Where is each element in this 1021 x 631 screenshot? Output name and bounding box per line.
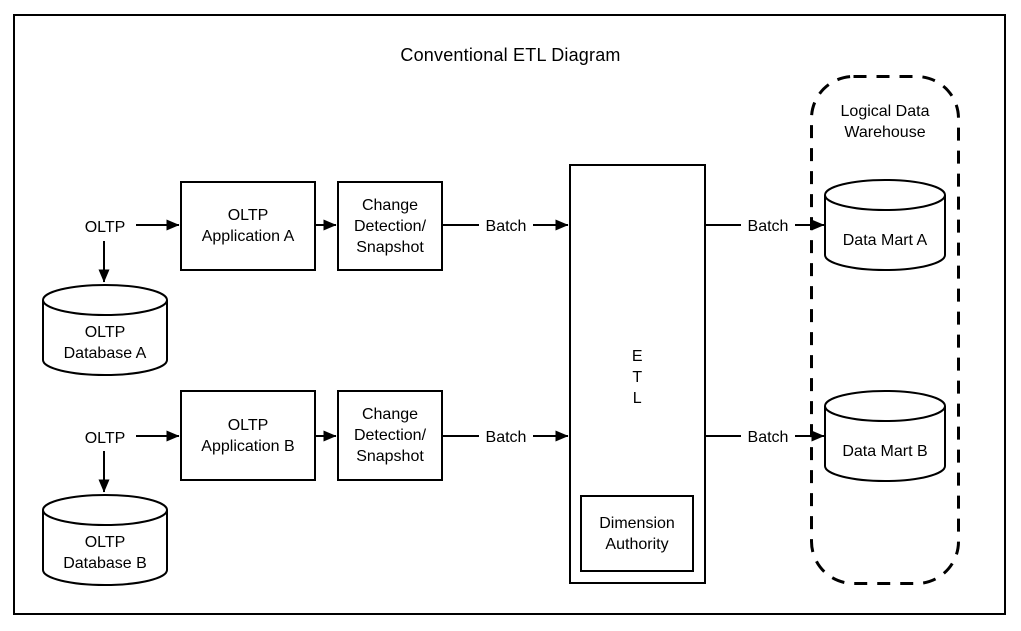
oltp-source-label-a: OLTP	[84, 219, 126, 236]
logical-data-warehouse-label: Logical Data Warehouse	[840, 103, 930, 141]
oltp-source-label-b: OLTP	[84, 430, 126, 447]
oltp-application-b-box: OLTP Application B	[180, 390, 316, 481]
batch-label-a-in: Batch	[479, 216, 533, 237]
data-mart-b-cylinder	[824, 390, 946, 482]
change-detection-a-box: Change Detection/ Snapshot	[337, 181, 443, 271]
oltp-database-a-label: OLTP Database A	[63, 324, 147, 362]
etl-label: E T L	[631, 348, 644, 407]
data-mart-a-label: Data Mart A	[842, 232, 928, 249]
data-mart-b-label: Data Mart B	[842, 443, 928, 460]
data-mart-a-cylinder	[824, 179, 946, 271]
change-detection-b-box: Change Detection/ Snapshot	[337, 390, 443, 481]
batch-label-b-in: Batch	[479, 427, 533, 448]
oltp-application-a-box: OLTP Application A	[180, 181, 316, 271]
oltp-database-a-cylinder	[42, 284, 168, 376]
oltp-database-b-label: OLTP Database B	[63, 534, 147, 572]
logical-data-warehouse-container	[810, 75, 960, 585]
batch-label-a-out: Batch	[741, 216, 795, 237]
diagram-border	[13, 14, 1006, 615]
dimension-authority-box: Dimension Authority	[580, 495, 694, 572]
batch-label-b-out: Batch	[741, 427, 795, 448]
oltp-database-b-cylinder	[42, 494, 168, 586]
diagram-title: Conventional ETL Diagram	[400, 45, 621, 65]
